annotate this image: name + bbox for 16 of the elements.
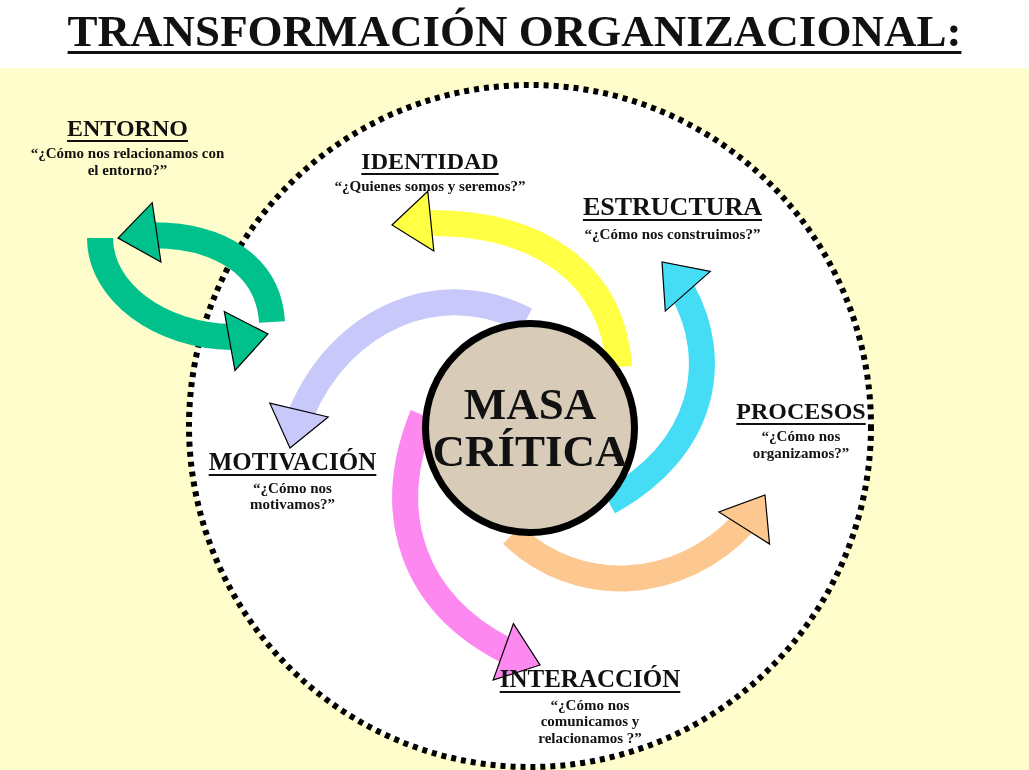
- topic-heading: INTERACCIÓN: [499, 665, 681, 693]
- guiding-question: “¿Quienes somos y seremos?”: [333, 178, 527, 195]
- guiding-question: “¿Cómo nos construimos?”: [583, 225, 762, 243]
- curved-arrow: [87, 236, 270, 370]
- guiding-question: “¿Cómo nos motivamos?”: [249, 479, 336, 513]
- guiding-question: “¿Cómo nos comunicamos y relacionamos ?”: [537, 696, 643, 746]
- guiding-question: “¿Cómo nos organizamos?”: [751, 428, 851, 462]
- curved-arrow: [116, 203, 285, 324]
- topic-heading: PROCESOS: [736, 398, 866, 425]
- guiding-question: “¿Cómo nos relacionamos con el entorno?”: [29, 145, 226, 179]
- topic-heading: ESTRUCTURA: [582, 193, 763, 222]
- center-title: MASA CRÍTICA: [432, 380, 628, 476]
- topic-heading: ENTORNO: [67, 115, 188, 142]
- topic-heading: IDENTIDAD: [361, 148, 499, 175]
- topic-heading: MOTIVACIÓN: [208, 448, 377, 476]
- title: TRANSFORMACIÓN ORGANIZACIONAL:: [66, 5, 963, 58]
